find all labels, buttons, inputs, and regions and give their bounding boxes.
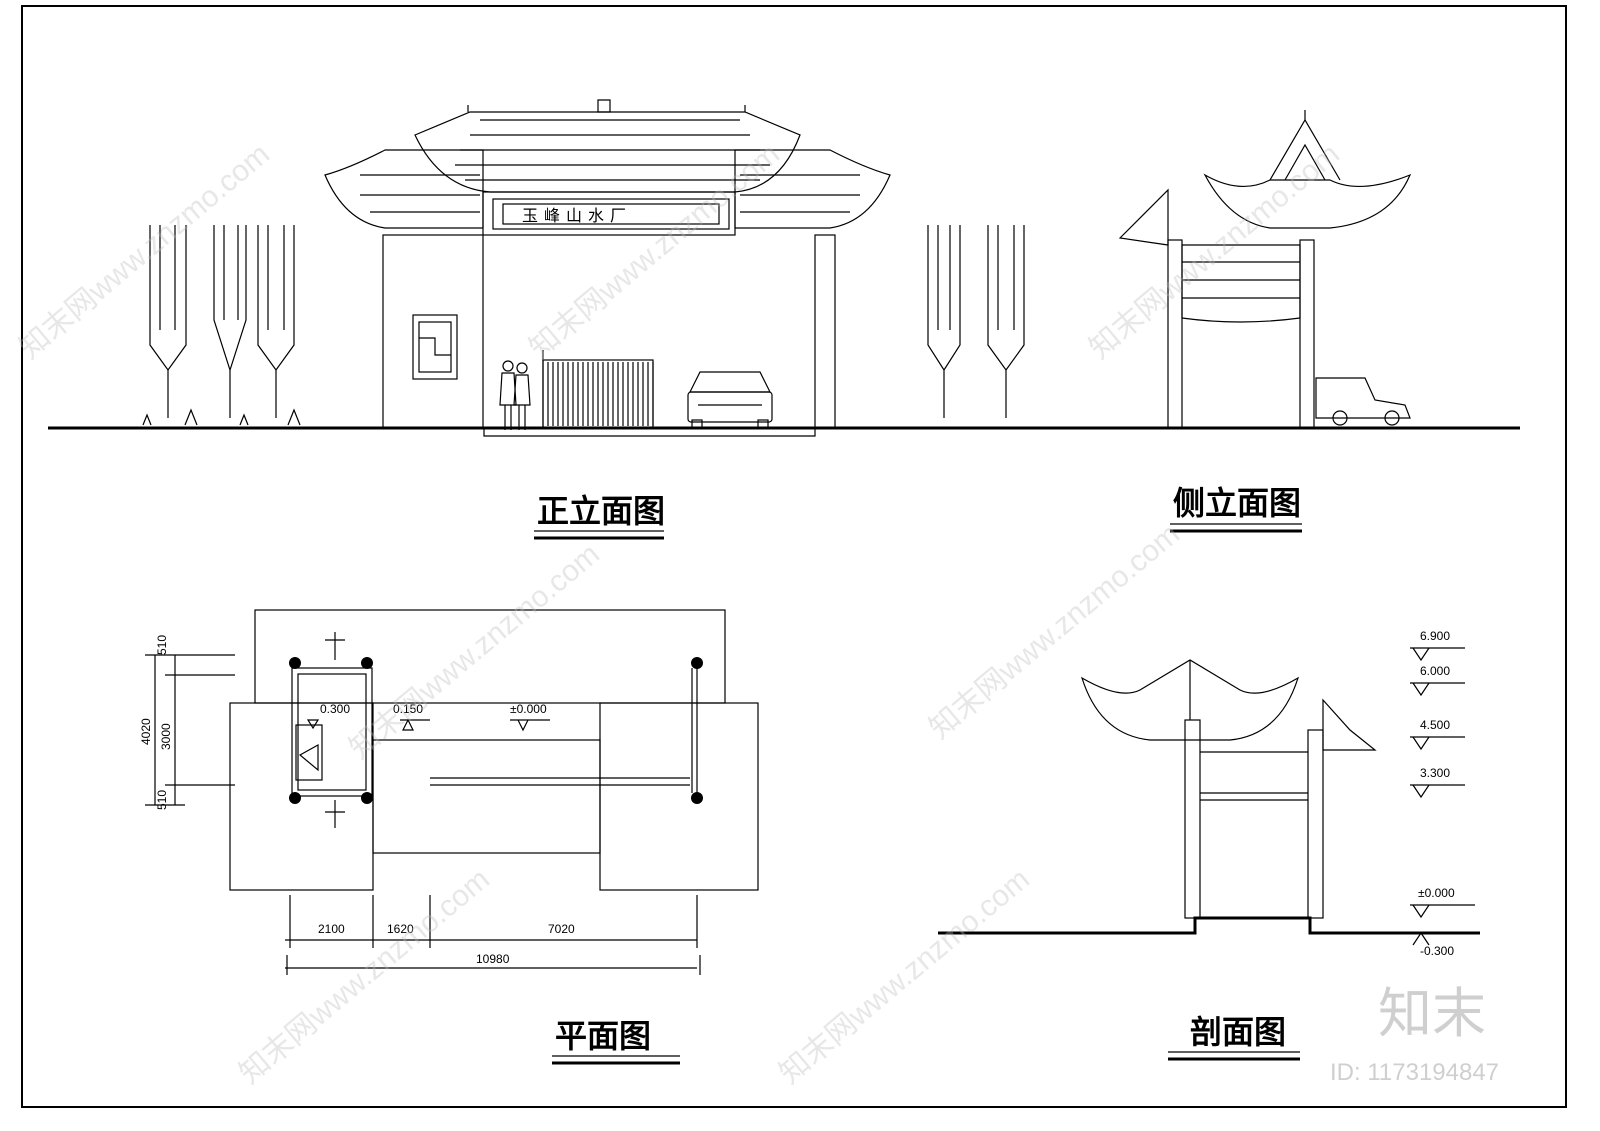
- people-icon: [499, 360, 531, 430]
- dim-h-2100: 2100: [318, 922, 345, 936]
- watermark-text: 知末网www.znzmo.com: [923, 518, 1186, 746]
- watermark-id: ID: 1173194847: [1330, 1059, 1499, 1086]
- watermark-text: 知末网www.znzmo.com: [773, 863, 1036, 1091]
- watermark-text: 知末网www.znzmo.com: [13, 138, 276, 366]
- side-elevation-title: 侧立面图: [1173, 484, 1301, 522]
- sign-board: [492, 198, 730, 230]
- column-markers: [289, 657, 703, 804]
- plan-level-1: 0.300: [320, 702, 350, 716]
- sheet-border: [21, 5, 1567, 1108]
- plan-view: 0.300 0.150 ±0.000 510 4020 3000 510 210…: [139, 609, 759, 1065]
- level-0000: ±0.000: [1418, 886, 1455, 900]
- dim-h-total: 10980: [476, 952, 510, 966]
- gate-sign-text: 玉峰山水厂: [522, 206, 632, 225]
- car-icon: [1315, 377, 1411, 426]
- level-4500: 4.500: [1420, 718, 1450, 732]
- sliding-gate: [542, 350, 654, 429]
- watermark-text: 知末网www.znzmo.com: [523, 138, 786, 366]
- section-levels: 6.900 6.000 4.500 3.300 ±0.000 -0.300: [1410, 629, 1475, 958]
- dim-v-3000: 3000: [159, 723, 173, 750]
- level-6000: 6.000: [1420, 664, 1450, 678]
- dim-v-510-bot: 510: [155, 790, 169, 810]
- window: [412, 314, 458, 380]
- watermark-text: 知末网www.znzmo.com: [1083, 138, 1346, 366]
- guard-room: [291, 667, 373, 797]
- section-title: 剖面图: [1190, 1013, 1286, 1051]
- car-icon: [687, 371, 773, 429]
- watermark-text: 知末网www.znzmo.com: [343, 538, 606, 766]
- left-roof: [324, 149, 484, 229]
- dim-v-4020: 4020: [139, 718, 153, 745]
- level-6900: 6.900: [1420, 629, 1450, 643]
- plan-level-3: ±0.000: [510, 702, 547, 716]
- section-view: 6.900 6.000 4.500 3.300 ±0.000 -0.300 剖面…: [938, 629, 1480, 1061]
- level-minus-0300: -0.300: [1420, 944, 1454, 958]
- tree-icon: [927, 225, 1025, 418]
- dim-h-1620: 1620: [387, 922, 414, 936]
- side-elevation: 侧立面图: [927, 110, 1412, 533]
- watermark-text: 知末网www.znzmo.com: [233, 863, 496, 1091]
- dim-h-7020: 7020: [548, 922, 575, 936]
- plan-level-2: 0.150: [393, 702, 423, 716]
- front-elevation: 玉峰山水厂 正立面图: [48, 99, 1520, 540]
- watermark-logo: 知末: [1378, 982, 1486, 1045]
- plan-title: 平面图: [555, 1017, 651, 1055]
- front-elevation-title: 正立面图: [537, 492, 665, 530]
- tree-icon: [149, 225, 295, 418]
- left-pier: [382, 234, 484, 429]
- right-pier: [814, 234, 836, 429]
- level-3300: 3.300: [1420, 766, 1450, 780]
- dim-v-510-top: 510: [155, 635, 169, 655]
